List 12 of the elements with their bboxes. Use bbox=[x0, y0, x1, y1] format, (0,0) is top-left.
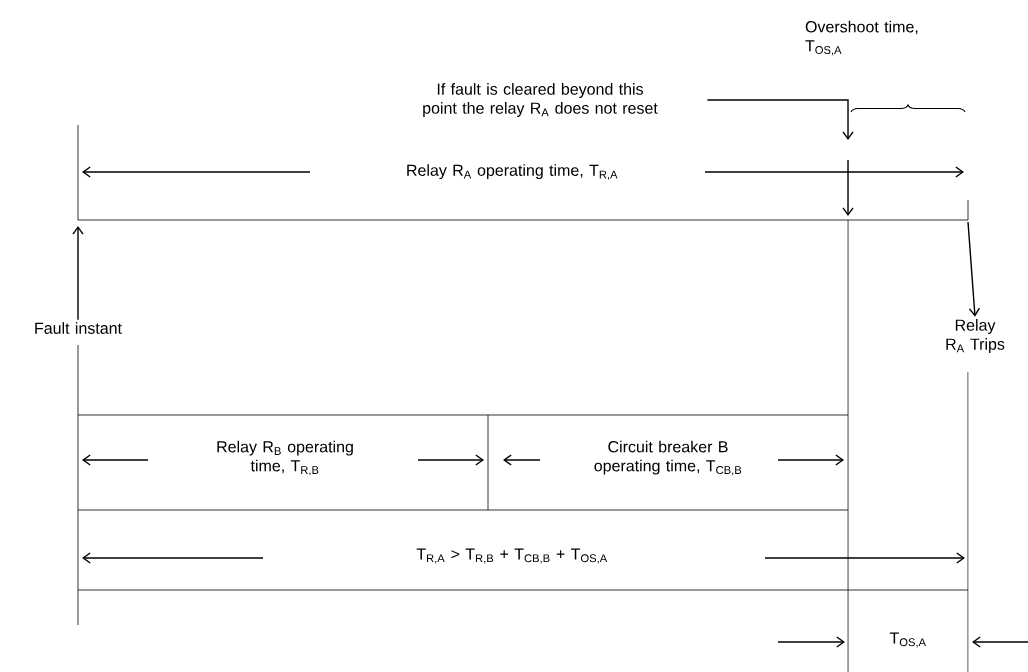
leader-arrow bbox=[967, 221, 981, 317]
text-label: Fault instant bbox=[35, 322, 122, 334]
leader-arrow bbox=[72, 226, 84, 321]
text-label: Circuit breaker B operating time, T$_{CB,B}$ bbox=[594, 440, 742, 476]
text-label: If fault is cleared beyond this point the relay R$_{A}$ does not reset bbox=[423, 83, 658, 117]
text-label: T$_{R,A}$ > T$_{R,B}$ + T$_{CB,B}$ + T$_{OS,A}$ bbox=[416, 548, 608, 564]
text-label: Relay R$_{B}$ operating time, T$_{R,B}$ bbox=[217, 440, 353, 476]
text-label: Relay R$_{A}$ operating time, T$_{R,A}$ bbox=[407, 164, 618, 180]
leader-arrow bbox=[706, 99, 854, 140]
text-label: T$_{OS,A}$ bbox=[889, 632, 926, 648]
text-label: Relay R$_{A}$ Trips bbox=[946, 319, 1005, 353]
text-label: Overshoot time, T$_{OS,A}$ bbox=[805, 20, 918, 56]
